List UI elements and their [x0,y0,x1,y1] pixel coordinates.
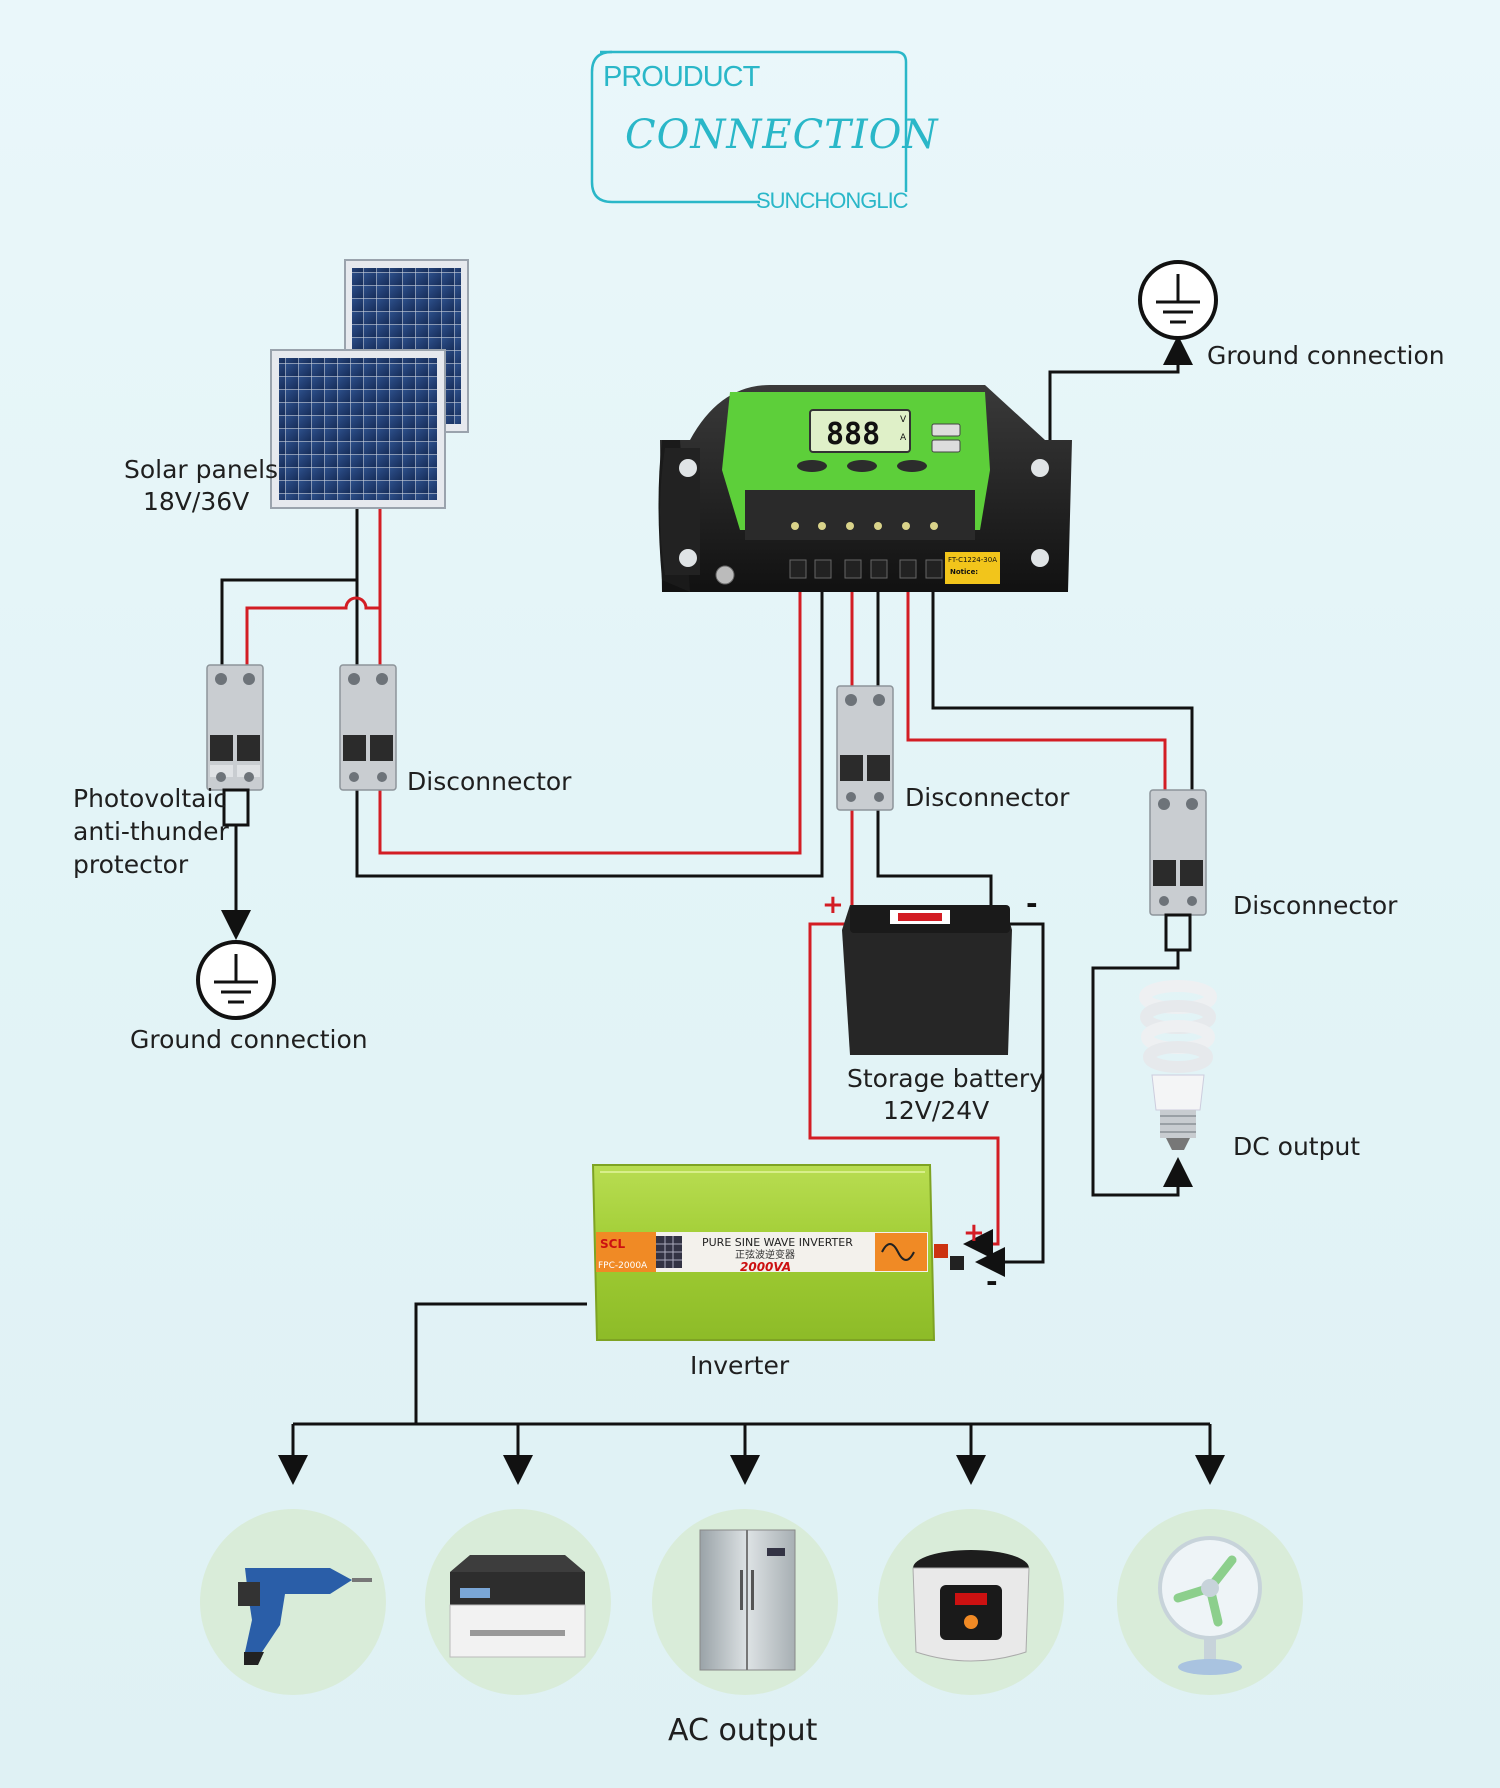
header-brand: SUNCHONGLIC [756,188,909,213]
inverter-model: FPC-2000A [598,1261,648,1271]
inverter-minus: - [986,1265,998,1298]
battery-label: Storage battery [847,1064,1044,1093]
ground-right: Ground connection [1138,260,1445,370]
ac-device-fan [1117,1509,1303,1695]
ground-left: Ground connection [130,940,368,1054]
header-line1: PROUDUCT [603,61,761,93]
inverter-cn-text: 正弦波逆变器 [735,1248,795,1261]
disconnector-pv: Disconnector [339,664,572,796]
ac-device-rice-cooker [878,1509,1064,1695]
inverter-label: Inverter [690,1351,790,1380]
header-line2: CONNECTION [625,112,939,158]
ac-device-printer [425,1509,611,1695]
header-badge: PROUDUCT CONNECTION SUNCHONGLIC [590,50,939,213]
battery-plus: + [822,890,844,920]
controller-display: 888 [826,417,880,452]
solar-panels: Solar panels 18V/36V [124,259,469,516]
ground-right-label: Ground connection [1207,341,1445,370]
dc-output-bulb: DC output [1139,980,1360,1161]
dc-output-label: DC output [1233,1132,1360,1161]
wires [220,335,1225,1485]
controller-unit-v: V [900,415,907,425]
disconnector-dc-label: Disconnector [1233,891,1398,920]
solar-panels-spec: 18V/36V [143,487,249,516]
ac-device-refrigerator [652,1509,838,1695]
controller-model: FT-C1224-30A [948,556,997,564]
inverter-rating: 2000VA [740,1260,791,1274]
battery-minus: - [1026,887,1038,920]
disconnector-battery: Disconnector [836,685,1070,812]
ac-output-label: AC output [668,1713,818,1748]
storage-battery: + - Storage battery 12V/24V [822,887,1044,1125]
inverter-brand: SCL [600,1237,625,1251]
disconnector-battery-label: Disconnector [905,783,1070,812]
disconnector-dc: Disconnector [1149,789,1398,952]
solar-panel-front [270,349,446,509]
pv-protector-label-2: anti-thunder [73,817,230,846]
solar-panels-label: Solar panels [124,455,278,484]
charge-controller: 888 V A FT-C1224-30A Notice: [658,385,1072,592]
disconnector-pv-label: Disconnector [407,767,572,796]
controller-lcd [809,409,911,453]
inverter-product-line: PURE SINE WAVE INVERTER [702,1236,853,1249]
inverter-plus: + [963,1218,985,1248]
ac-device-drill [200,1509,386,1695]
inverter: SCL FPC-2000A PURE SINE WAVE INVERTER 正弦… [591,1164,998,1380]
pv-protector-label-1: Photovoltaic [73,784,227,813]
controller-notice: Notice: [950,568,978,576]
battery-spec: 12V/24V [883,1096,989,1125]
ground-left-label: Ground connection [130,1025,368,1054]
controller-unit-a: A [900,433,907,443]
pv-protector-label-3: protector [73,850,189,879]
ac-devices: AC output [200,1509,1303,1748]
pv-protector: Photovoltaic anti-thunder protector [73,664,264,879]
